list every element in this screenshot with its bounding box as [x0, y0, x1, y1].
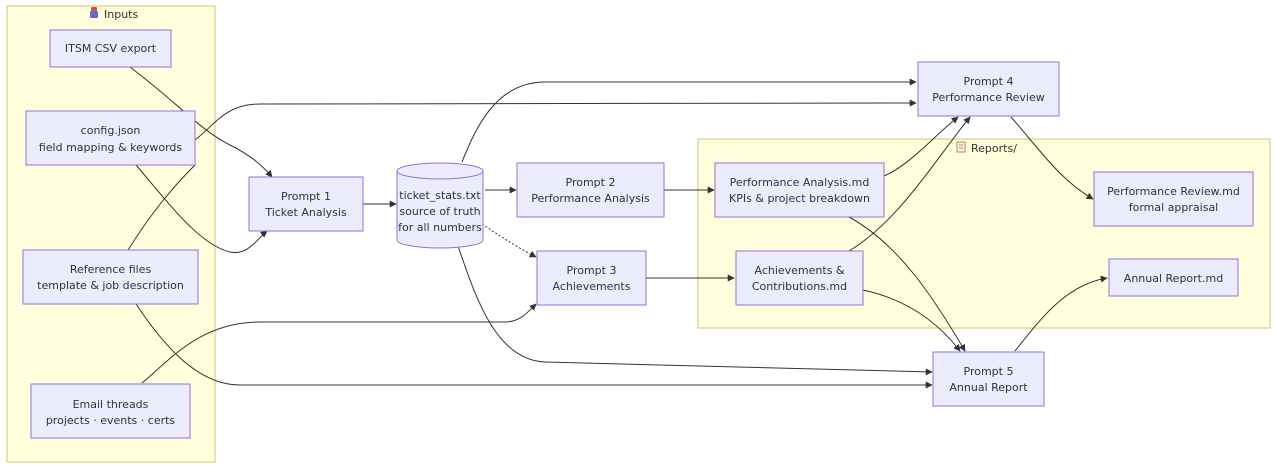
reports-cluster-label: Reports/ [971, 142, 1017, 155]
node-label: Prompt 1 [281, 190, 331, 203]
edge-pa-md-to-p5 [848, 216, 966, 352]
edge-stats-to-p3 [481, 223, 537, 258]
edge-p4-to-pr-md [1010, 116, 1094, 200]
node-reference-files: Reference files template & job descripti… [22, 249, 199, 305]
node-label: Prompt 3 [567, 264, 617, 277]
node-label: source of truth [399, 205, 480, 218]
node-label: config.json [81, 124, 141, 137]
node-label: Email threads [73, 398, 149, 411]
node-label: Achievements [553, 280, 631, 293]
node-label: Ticket Analysis [264, 206, 347, 219]
inputs-cluster-label: Inputs [104, 8, 138, 21]
node-label: ticket_stats.txt [399, 189, 481, 202]
node-label: Prompt 4 [964, 75, 1014, 88]
node-prompt-1: Prompt 1 Ticket Analysis [248, 176, 364, 232]
node-label: Contributions.md [752, 280, 847, 293]
edge-itsm-to-p1 [129, 66, 273, 178]
node-prompt-2: Prompt 2 Performance Analysis [516, 162, 665, 218]
node-label: Achievements & [754, 264, 844, 277]
node-label: formal appraisal [1129, 201, 1219, 214]
document-icon [956, 141, 966, 153]
node-config-json: config.json field mapping & keywords [25, 110, 196, 166]
node-annual-report-md: Annual Report.md [1108, 258, 1239, 297]
node-prompt-5: Prompt 5 Annual Report [932, 351, 1045, 407]
edge-stats-to-p4 [461, 78, 917, 163]
edge-pa-md-to-p4 [883, 116, 959, 177]
edge-config-to-p1 [135, 164, 268, 254]
node-label: Performance Analysis [531, 192, 650, 205]
node-email-threads: Email threads projects · events · certs [30, 383, 191, 439]
node-ticket-stats-db: ticket_stats.txt source of truth for all… [396, 162, 484, 249]
node-itsm-csv-export: ITSM CSV export [49, 29, 172, 68]
edge-stats-to-p5 [457, 245, 933, 376]
node-achievements-md: Achievements & Contributions.md [735, 250, 864, 306]
node-label: Prompt 5 [964, 365, 1014, 378]
node-label: template & job description [37, 279, 184, 292]
node-label: for all numbers [398, 221, 482, 234]
node-label: Reference files [70, 263, 152, 276]
edges [127, 66, 1108, 389]
node-label: KPIs & project breakdown [729, 192, 870, 205]
edge-reference-to-p1 [127, 164, 196, 251]
edge-ach-md-to-p4 [848, 116, 971, 252]
edge-config-to-p4 [194, 99, 917, 141]
node-prompt-4: Prompt 4 Performance Review [917, 61, 1060, 117]
node-label: projects · events · certs [46, 414, 176, 427]
node-label: field mapping & keywords [39, 141, 183, 154]
node-label: Annual Report.md [1124, 272, 1223, 285]
edge-p5-to-ar-md [1014, 275, 1108, 352]
node-label: Performance Analysis.md [730, 176, 870, 189]
node-performance-analysis-md: Performance Analysis.md KPIs & project b… [714, 162, 885, 218]
inbox-tray-icon [90, 7, 98, 18]
edge-ach-md-to-p5 [862, 289, 961, 352]
node-label: ITSM CSV export [65, 42, 157, 55]
node-label: Performance Review [932, 91, 1044, 104]
edge-reference-to-p5 [135, 303, 933, 389]
node-prompt-3: Prompt 3 Achievements [536, 250, 647, 306]
node-label: Annual Report [949, 381, 1028, 394]
node-performance-review-md: Performance Review.md formal appraisal [1093, 171, 1254, 227]
edge-email-to-p3 [141, 303, 537, 384]
node-label: Prompt 2 [566, 176, 616, 189]
node-label: Performance Review.md [1107, 185, 1240, 198]
